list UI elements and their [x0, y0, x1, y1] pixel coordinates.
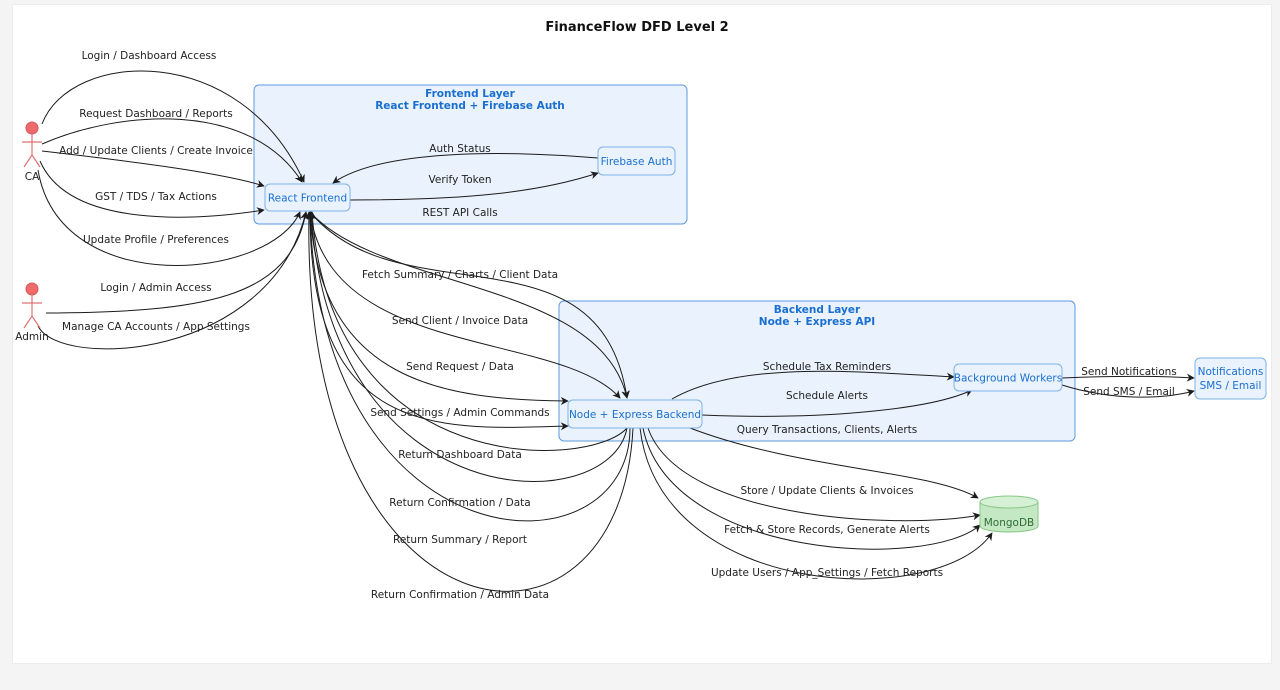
- label-schedule-tax: Schedule Tax Reminders: [763, 361, 891, 373]
- edge-send-sms: [1061, 384, 1195, 398]
- label-return-confirmation: Return Confirmation / Data: [389, 497, 530, 509]
- label-fetch-summary: Fetch Summary / Charts / Client Data: [362, 269, 558, 281]
- label-ca-add: Add / Update Clients / Create Invoice: [59, 145, 253, 157]
- frontend-layer-subtitle: React Frontend + Firebase Auth: [375, 100, 565, 112]
- notifications-label: Notifications: [1198, 366, 1264, 378]
- actor-admin[interactable]: Admin: [15, 282, 49, 343]
- edge-send-request: [309, 211, 569, 405]
- backend-layer-subtitle: Node + Express API: [759, 316, 875, 328]
- label-schedule-alerts: Schedule Alerts: [786, 390, 868, 402]
- edge-update-users: [639, 427, 993, 580]
- label-return-dashboard: Return Dashboard Data: [398, 449, 522, 461]
- edge-auth-status: [332, 153, 599, 184]
- edge-admin-manage: [37, 211, 309, 350]
- label-return-summary: Return Summary / Report: [393, 534, 527, 546]
- label-update-users: Update Users / App_Settings / Fetch Repo…: [711, 567, 943, 579]
- react-frontend-label: React Frontend: [268, 193, 347, 205]
- label-ca-request: Request Dashboard / Reports: [79, 108, 232, 120]
- edge-fetch-store: [642, 427, 981, 550]
- node-mongodb[interactable]: MongoDB: [979, 495, 1039, 533]
- edge-admin-login: [45, 211, 309, 314]
- label-admin-manage: Manage CA Accounts / App Settings: [62, 321, 250, 333]
- edge-labels: Login / Dashboard Access Request Dashboa…: [59, 50, 1177, 601]
- actor-ca-label: CA: [25, 171, 40, 183]
- label-send-settings: Send Settings / Admin Commands: [370, 407, 549, 419]
- label-send-request: Send Request / Data: [406, 361, 514, 373]
- label-rest-api: REST API Calls: [422, 207, 497, 219]
- edge-ca-add: [41, 150, 265, 188]
- actor-admin-label: Admin: [15, 331, 48, 343]
- firebase-auth-label: Firebase Auth: [601, 156, 673, 168]
- edge-schedule-tax: [671, 370, 955, 400]
- edge-return-confirmation: [307, 211, 628, 482]
- label-ca-login: Login / Dashboard Access: [82, 50, 217, 62]
- diagram-title: FinanceFlow DFD Level 2: [545, 20, 728, 35]
- label-verify-token: Verify Token: [429, 174, 492, 186]
- edge-ca-profile: [37, 169, 301, 266]
- label-ca-gst: GST / TDS / Tax Actions: [95, 191, 217, 203]
- edge-schedule-alerts: [701, 389, 973, 417]
- node-express-backend[interactable]: Node + Express Backend: [567, 399, 703, 429]
- label-admin-login: Login / Admin Access: [100, 282, 211, 294]
- edges: [37, 70, 1195, 592]
- label-return-admin: Return Confirmation / Admin Data: [371, 589, 549, 601]
- express-backend-label: Node + Express Backend: [569, 409, 701, 421]
- background-workers-label: Background Workers: [954, 373, 1062, 385]
- edge-query-transactions: [689, 427, 979, 499]
- label-auth-status: Auth Status: [429, 143, 490, 155]
- edge-store-update: [647, 427, 981, 522]
- edge-send-settings: [309, 211, 569, 431]
- edge-ca-request: [41, 118, 303, 183]
- frontend-layer-title: Frontend Layer: [425, 88, 516, 100]
- edge-send-client: [309, 211, 621, 399]
- label-send-notifications: Send Notifications: [1081, 366, 1177, 378]
- node-background-workers[interactable]: Background Workers: [953, 363, 1063, 392]
- edge-return-dashboard: [308, 211, 628, 451]
- edge-return-admin: [304, 211, 634, 592]
- edge-ca-gst: [39, 160, 265, 218]
- edge-send-notifications: [1061, 373, 1195, 382]
- node-firebase-auth[interactable]: Firebase Auth: [597, 146, 676, 176]
- label-query-transactions: Query Transactions, Clients, Alerts: [737, 424, 917, 436]
- label-send-client: Send Client / Invoice Data: [392, 315, 528, 327]
- label-send-sms: Send SMS / Email: [1083, 386, 1175, 398]
- edge-verify-token: [349, 171, 599, 201]
- label-fetch-store: Fetch & Store Records, Generate Alerts: [724, 524, 930, 536]
- edge-return-summary: [306, 211, 631, 522]
- notifications-sublabel: SMS / Email: [1200, 380, 1262, 392]
- label-ca-profile: Update Profile / Preferences: [83, 234, 229, 246]
- node-react-frontend[interactable]: React Frontend: [264, 183, 351, 212]
- edge-rest-api: [309, 211, 630, 399]
- frontend-layer-cluster: Frontend Layer React Frontend + Firebase…: [253, 84, 688, 225]
- actor-ca[interactable]: CA: [22, 121, 42, 183]
- edge-ca-login: [41, 70, 305, 183]
- backend-layer-title: Backend Layer: [774, 304, 861, 316]
- node-notifications[interactable]: Notifications SMS / Email: [1194, 357, 1267, 400]
- label-store-update: Store / Update Clients & Invoices: [740, 485, 913, 497]
- edge-fetch-summary: [309, 211, 630, 399]
- mongodb-label: MongoDB: [984, 517, 1035, 529]
